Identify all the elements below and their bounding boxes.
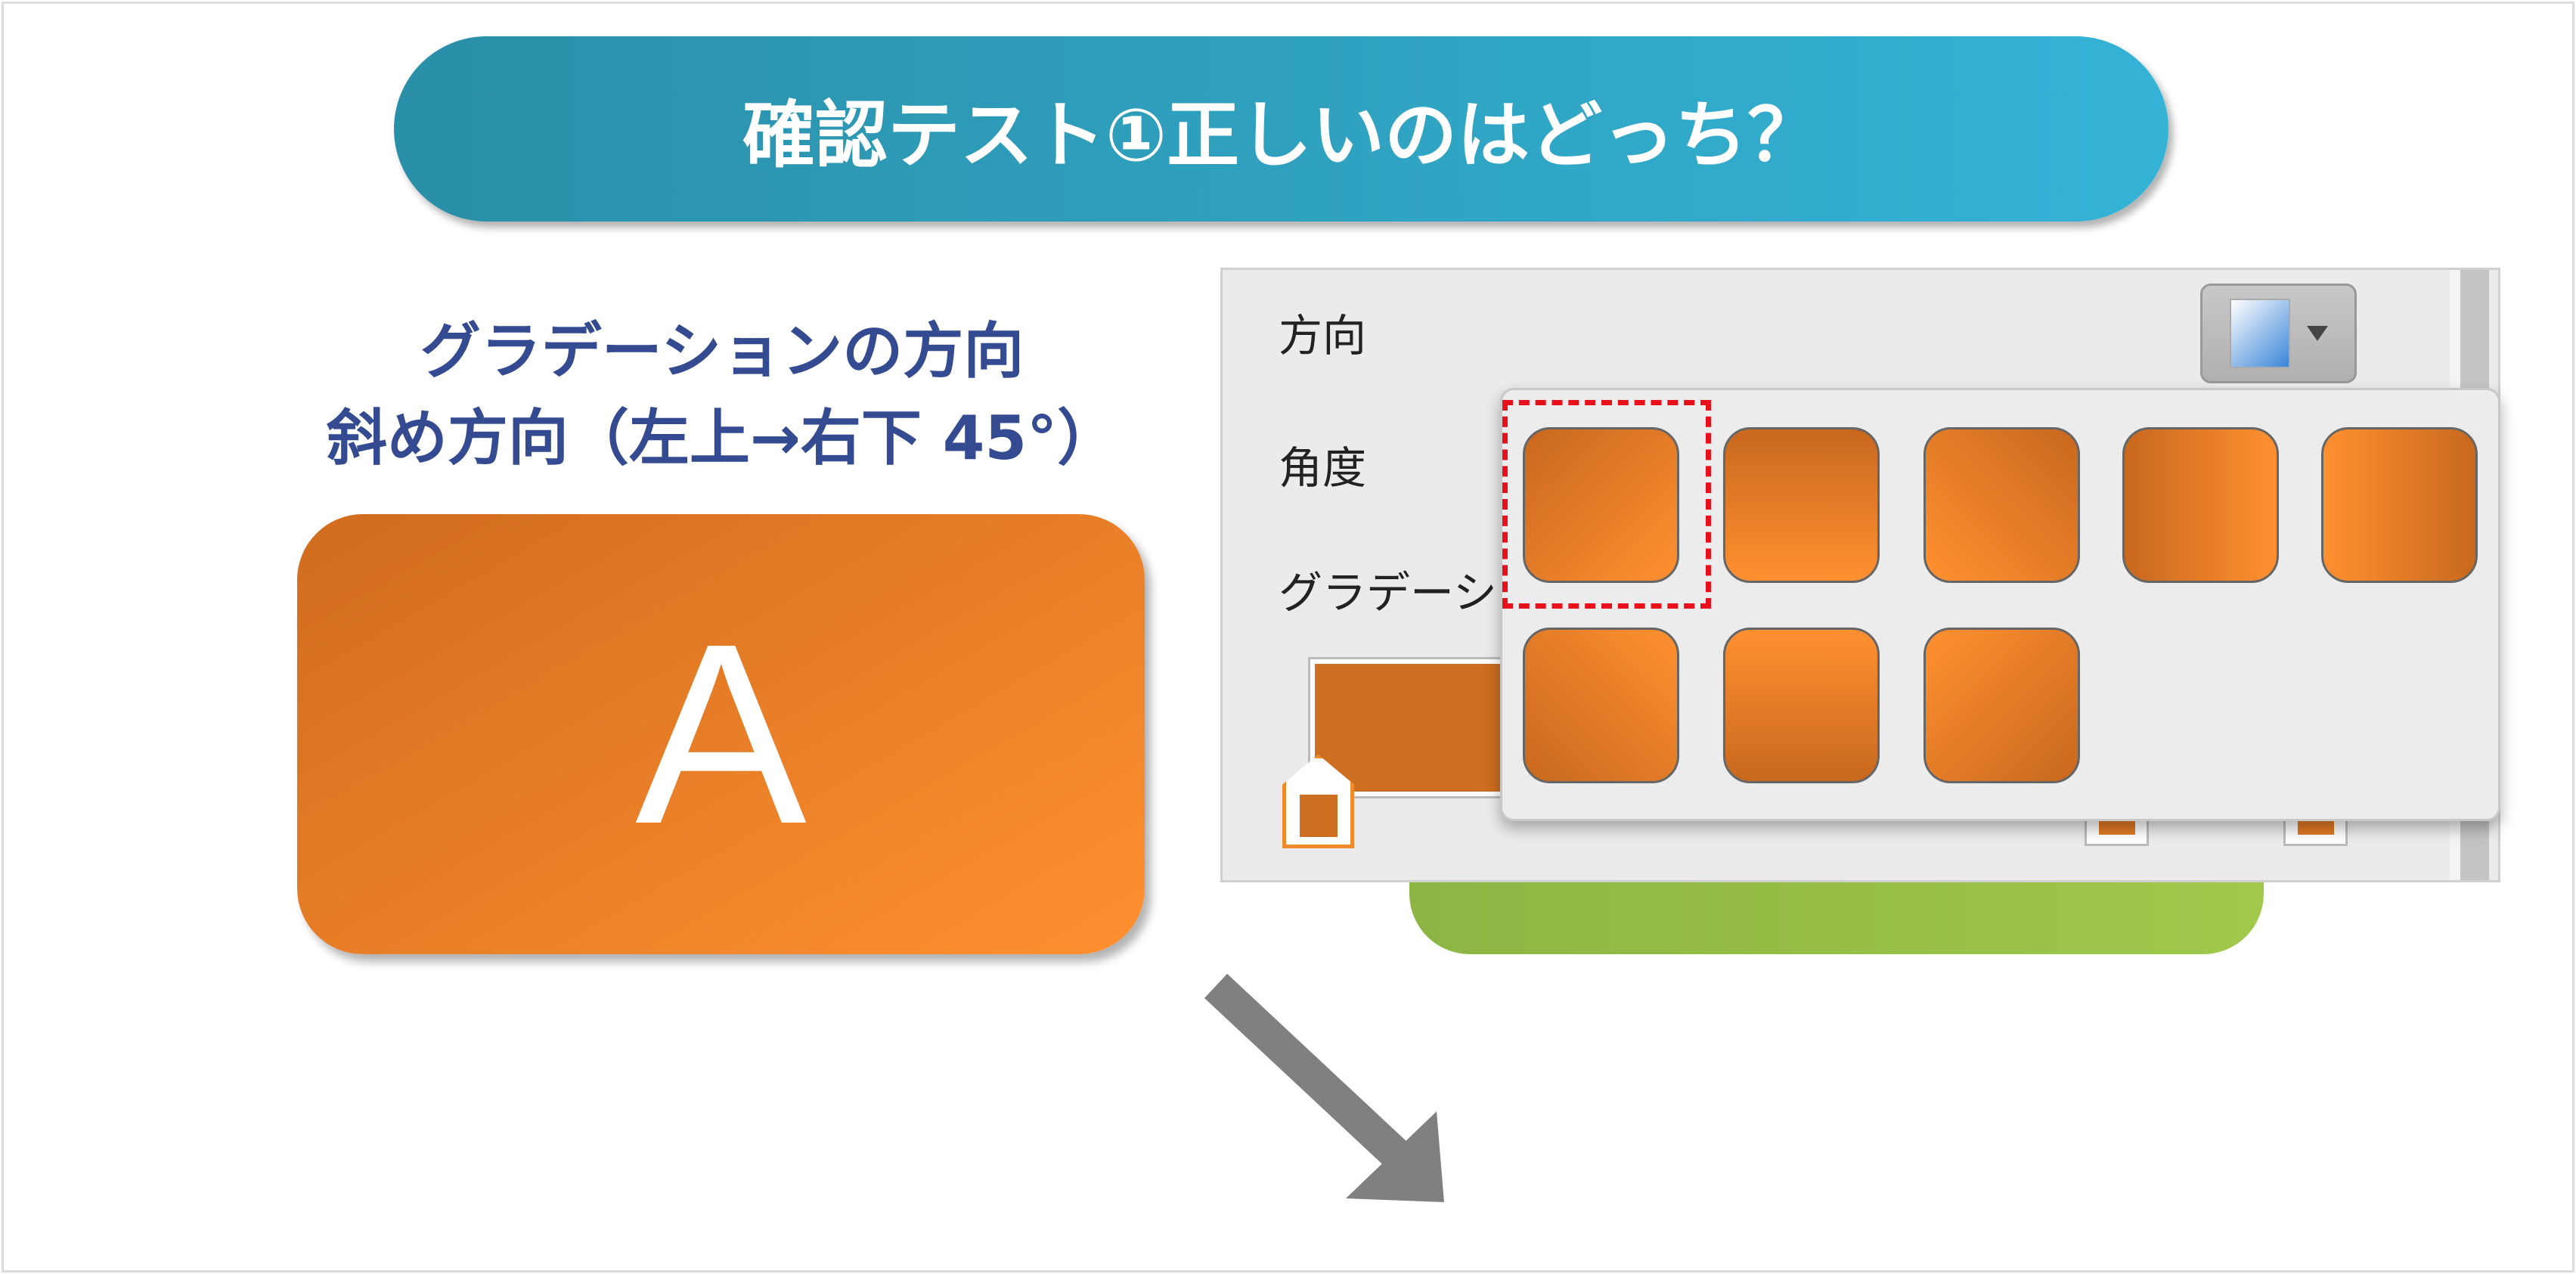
direction-option-linear-diagonal-top-left-to-bottom-right[interactable] [1523, 427, 1679, 583]
selection-highlight [1502, 400, 1711, 609]
direction-option-linear-diagonal-top-right-to-bottom-left[interactable] [1923, 427, 2080, 583]
subtitle-line-2: 斜め方向（左上→右下 45°） [326, 403, 1118, 473]
gradient-label: グラデーシ [1279, 567, 1497, 618]
direction-option-linear-diagonal-bottom-right-to-top-left[interactable] [1923, 628, 2080, 783]
direction-dropdown-menu [1500, 388, 2500, 821]
direction-option-linear-up[interactable] [1723, 628, 1880, 783]
page-title: 確認テスト①正しいのはどっち？ [394, 36, 2168, 222]
arrow-shaft [1204, 973, 1411, 1170]
direction-label: 方向 [1279, 310, 1367, 361]
angle-label: 角度 [1279, 442, 1367, 494]
direction-option-linear-right[interactable] [2122, 427, 2279, 583]
arrow-head [1346, 1111, 1444, 1202]
direction-option-linear-left[interactable] [2321, 427, 2478, 583]
direction-dropdown-button[interactable] [2200, 284, 2357, 383]
arrow-down-right-icon [1204, 973, 1444, 1202]
subtitle-line-1: グラデーションの方向 [420, 316, 1025, 386]
direction-option-linear-down[interactable] [1723, 427, 1880, 583]
sample-label: A [635, 590, 807, 878]
chevron-down-icon [2306, 326, 2328, 341]
gradient-sample-a: A [297, 514, 1145, 954]
direction-option-linear-diagonal-bottom-left-to-top-right[interactable] [1523, 628, 1679, 783]
direction-preview-icon [2229, 299, 2290, 368]
